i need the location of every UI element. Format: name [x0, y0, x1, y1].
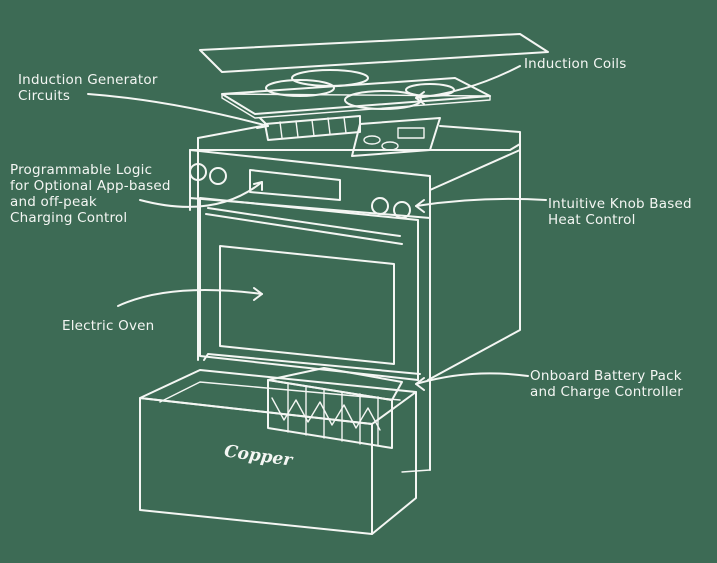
- induction-coil-plate: [221, 69, 491, 119]
- label-electric-oven: Electric Oven: [62, 318, 155, 334]
- cabinet-frame: [189, 125, 521, 471]
- label-induction-coils: Induction Coils: [524, 56, 627, 72]
- label-programmable-logic: Programmable Logic for Optional App-base…: [10, 162, 171, 226]
- oven-door: [199, 197, 419, 381]
- battery-pack: [267, 367, 403, 449]
- leader-arrows: [87, 65, 547, 391]
- control-panel: [189, 149, 431, 219]
- label-knob-control: Intuitive Knob Based Heat Control: [548, 196, 692, 228]
- battery-drawer: [139, 353, 431, 535]
- label-induction-generator: Induction Generator Circuits: [18, 72, 158, 104]
- label-battery-pack: Onboard Battery Pack and Charge Controll…: [530, 368, 684, 400]
- glass-top-panel: [199, 33, 549, 73]
